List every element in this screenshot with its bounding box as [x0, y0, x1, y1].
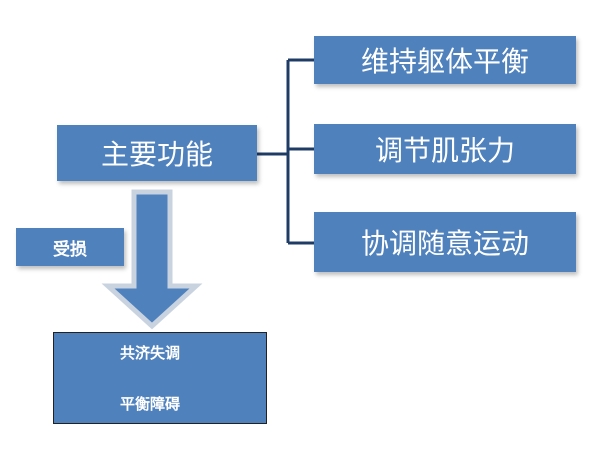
function-label: 协调随意运动	[360, 227, 529, 260]
damage-tag: 受损	[16, 228, 124, 266]
result-ataxia: 共济失调	[119, 344, 180, 362]
function-box-balance: 维持躯体平衡	[314, 36, 576, 84]
function-label: 维持躯体平衡	[360, 45, 529, 78]
main-function-label: 主要功能	[100, 138, 213, 171]
function-label: 调节肌张力	[374, 134, 515, 167]
result-box: 共济失调 平衡障碍	[53, 332, 267, 424]
bracket-connector	[257, 58, 314, 245]
down-arrow	[101, 189, 203, 330]
function-box-coordination: 协调随意运动	[314, 212, 576, 272]
main-function-box: 主要功能	[57, 125, 257, 181]
function-box-tone: 调节肌张力	[314, 124, 576, 174]
damage-label: 受损	[53, 239, 87, 260]
result-balance-disorder: 平衡障碍	[119, 395, 180, 413]
